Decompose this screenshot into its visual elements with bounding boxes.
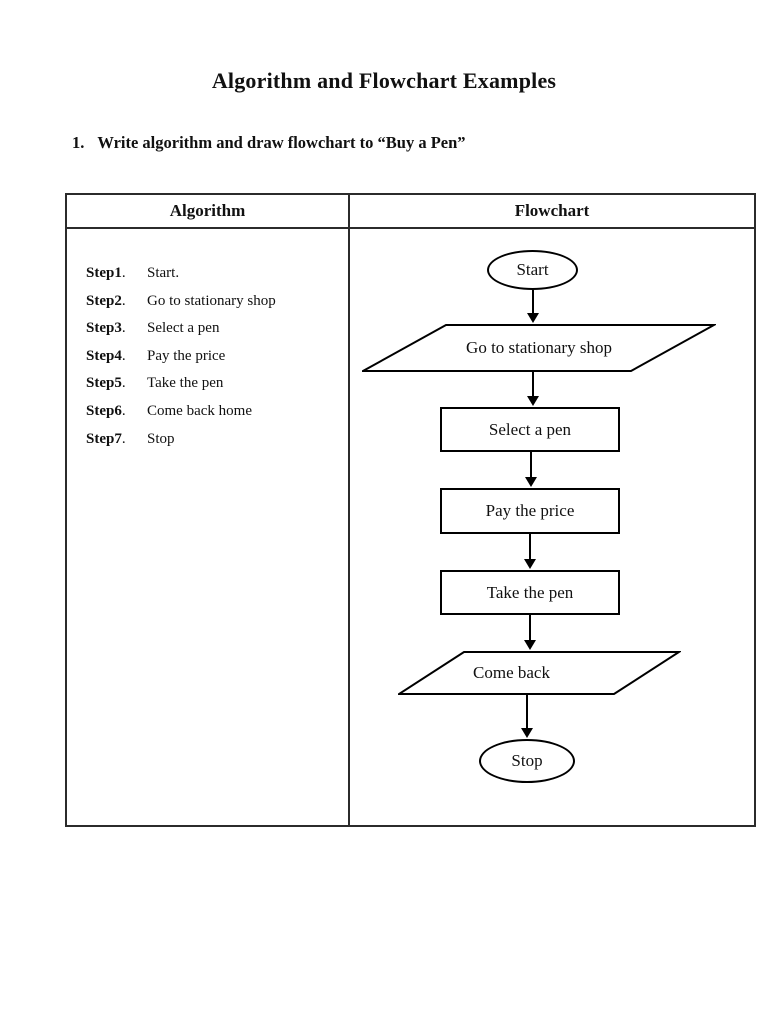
step-text: Select a pen [147,320,220,337]
step-text: Stop [147,430,175,447]
step-label: Step6 [86,402,122,419]
algorithm-step: Step1. Start. [86,260,340,288]
flowchart-node-go-to-shop: Go to stationary shop [362,324,716,372]
node-label: Stop [511,751,543,770]
flowchart-node-come-back: Come back [398,651,681,695]
flowchart-cell: Start Go to stationary shop Select a pen [350,229,754,825]
step-label: Step1 [86,265,122,281]
flowchart-node-select-pen: Select a pen [440,407,620,452]
step-text: Come back home [147,402,252,419]
parallelogram-shape [398,651,681,695]
node-label: Pay the price [485,501,575,520]
algorithm-step: Step7. Stop [86,426,340,454]
algorithm-step: Step6. Come back home [86,398,340,426]
step-separator: . [121,347,126,364]
question-number: 1. [72,133,85,152]
column-header-algorithm: Algorithm [67,195,350,227]
step-label: Step7 [86,430,122,447]
step-label: Step3 [86,320,122,337]
step-separator: . [121,292,126,309]
arrow-down-icon [525,452,537,487]
column-header-flowchart: Flowchart [514,201,590,220]
algorithm-step: Step4. Pay the price [86,343,340,371]
table-body-row: Step1. Start. Step2. Go to stationary shop… [67,229,754,825]
step-text: Pay the price [147,347,226,364]
flowchart-node-pay-price: Pay the price [440,488,620,534]
parallelogram-shape [362,324,716,372]
step-separator: . [121,320,126,337]
step-label: Step4 [86,347,122,364]
node-label: Select a pen [488,419,572,439]
step-text: Go to stationary shop [147,292,276,309]
step-text: Take the pen [147,375,224,392]
question-heading: 1. Write algorithm and draw flowchart to … [72,133,466,153]
flowchart-node-stop: Stop [479,739,575,783]
flowchart-node-take-pen: Take the pen [440,570,620,615]
algorithm-flowchart-table: Algorithm Flowchart Step1. Start. Step2. G… [65,193,756,827]
algorithm-step: Step2. Go to stationary shop [86,288,340,316]
algorithm-cell: Step1. Start. Step2. Go to stationary shop… [67,229,350,825]
table-header-row: Algorithm Flowchart [67,195,754,229]
step-separator: . [121,430,126,447]
node-label: Start [516,260,549,279]
node-label: Take the pen [486,582,574,602]
arrow-down-icon [524,534,536,569]
step-separator: . [121,375,126,392]
page-title: Algorithm and Flowchart Examples [211,68,557,93]
step-label: Step2 [86,292,122,309]
algorithm-step: Step5. Take the pen [86,370,340,398]
step-separator: . [121,402,126,419]
node-label: Come back [473,663,550,682]
step-label: Step5 [86,375,122,392]
step-text: Start. [147,265,180,281]
arrow-down-icon [521,695,533,738]
arrow-down-icon [524,615,536,650]
question-text: Write algorithm and draw flowchart to “B… [97,133,466,152]
algorithm-step: Step3. Select a pen [86,315,340,343]
flowchart-node-start: Start [487,250,578,290]
node-label: Go to stationary shop [466,338,612,357]
arrow-down-icon [527,372,539,406]
arrow-down-icon [527,290,539,323]
step-separator: . [121,265,126,281]
